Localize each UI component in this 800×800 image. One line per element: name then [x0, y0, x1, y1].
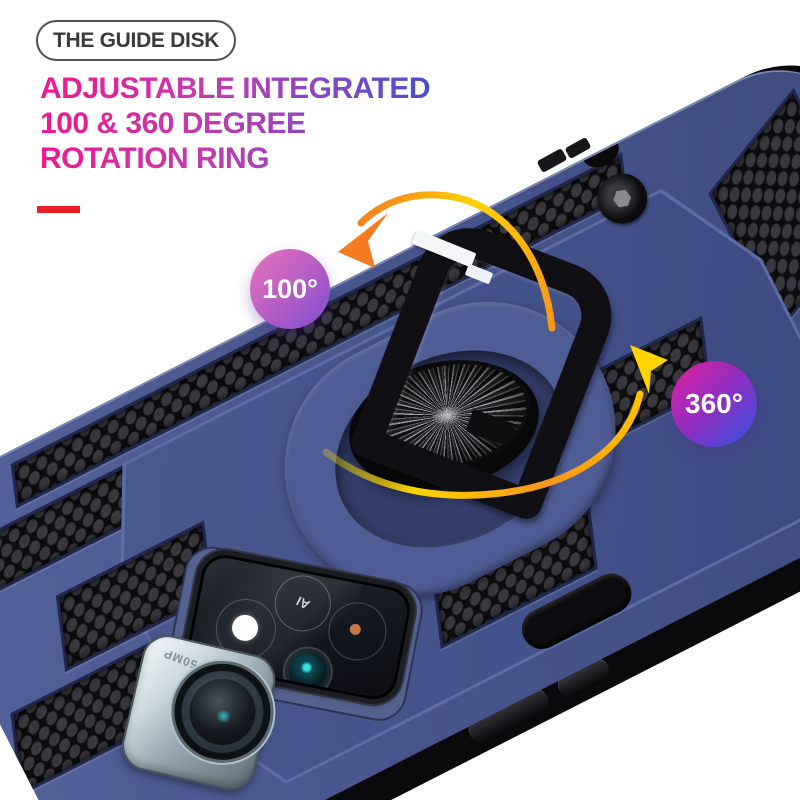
flash-icon [229, 612, 261, 644]
badge-100-degree: 100° [250, 249, 330, 329]
headline-line-3: ROTATION RING [40, 142, 270, 175]
headline-line-1: ADJUSTABLE INTEGRATED [40, 72, 431, 105]
red-underline [37, 206, 80, 213]
ai-camera-label: AI [265, 565, 341, 642]
headline-line-2: 100 & 360 DEGREE [40, 107, 306, 140]
badge-360-degree: 360° [671, 361, 757, 447]
title-pill: THE GUIDE DISK [36, 20, 237, 61]
arrowhead-left-icon [338, 213, 388, 268]
headline: ADJUSTABLE INTEGRATED 100 & 360 DEGREE R… [40, 71, 470, 176]
